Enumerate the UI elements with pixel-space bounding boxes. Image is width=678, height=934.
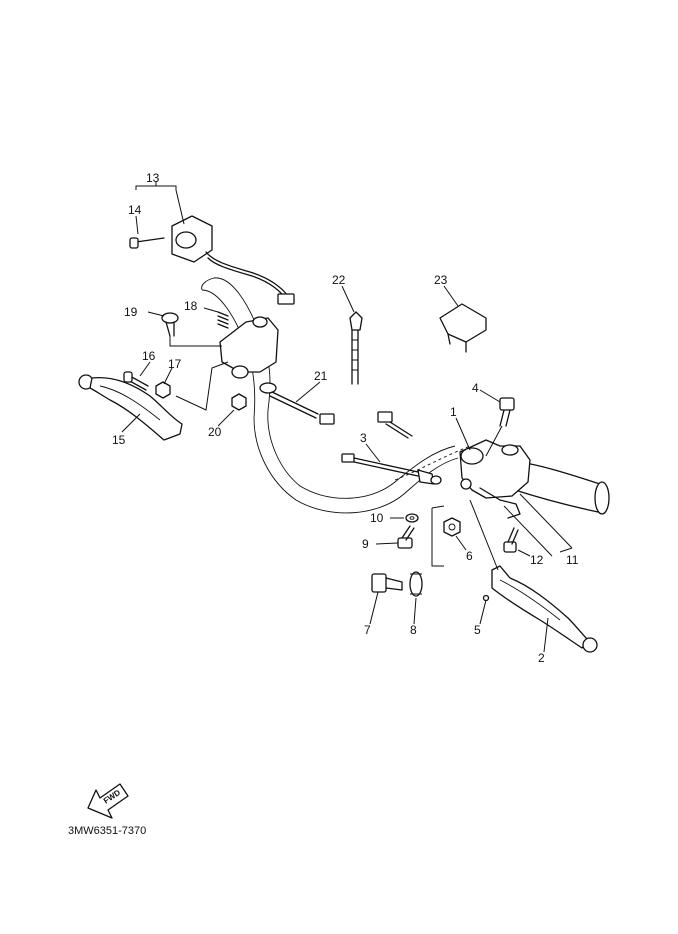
- callout-labels: 13 14 19 18 16 17 15 20 21 22 23 4 1 3 1…: [112, 171, 579, 665]
- diagram-code: 3MW6351-7370: [68, 825, 146, 837]
- callout-16: 16: [142, 349, 156, 363]
- brake-lever: [491, 565, 598, 653]
- callout-19: 19: [124, 305, 138, 319]
- callout-17: 17: [168, 357, 182, 371]
- callout-22: 22: [332, 273, 346, 287]
- callout-18: 18: [184, 299, 198, 313]
- callout-14: 14: [128, 203, 142, 217]
- clutch-lever: [78, 374, 183, 441]
- clamp-23: [439, 303, 487, 353]
- nut-6: [443, 517, 461, 537]
- callout-13: 13: [146, 171, 160, 185]
- right-grip: [514, 461, 610, 515]
- callout-4: 4: [472, 381, 479, 395]
- clutch-holder: [219, 316, 279, 379]
- master-cylinder: [459, 439, 531, 519]
- callout-2: 2: [538, 651, 545, 665]
- nut-20: [231, 393, 247, 411]
- cable-band-22: [349, 311, 363, 385]
- bolt-7: [371, 573, 403, 593]
- connector-3-end: [377, 411, 413, 439]
- callout-8: 8: [410, 623, 417, 637]
- callout-15: 15: [112, 433, 126, 447]
- washer-10: [405, 513, 419, 523]
- callout-21: 21: [314, 369, 328, 383]
- callout-11: 11: [566, 553, 579, 567]
- brake-switch: [341, 453, 442, 485]
- adjuster-8: [409, 571, 423, 597]
- callout-12: 12: [530, 553, 544, 567]
- fwd-arrow-icon: FWD: [87, 783, 129, 819]
- callout-9: 9: [362, 537, 369, 551]
- clutch-switch: [259, 382, 335, 425]
- callout-1: 1: [450, 405, 457, 419]
- spring-18: [217, 311, 229, 329]
- nut-17: [155, 381, 171, 399]
- callout-6: 6: [466, 549, 473, 563]
- callout-20: 20: [208, 425, 222, 439]
- pin-5: [482, 594, 490, 602]
- screw-14: [129, 237, 165, 249]
- pivot-bolt-19: [161, 312, 179, 337]
- bolt-16: [123, 371, 149, 391]
- callout-5: 5: [474, 623, 481, 637]
- bolt-4: [499, 397, 515, 427]
- callout-10: 10: [370, 511, 384, 525]
- callout-3: 3: [360, 431, 367, 445]
- leader-lines: [121, 182, 573, 653]
- callout-23: 23: [434, 273, 448, 287]
- handlebar-switch: [171, 215, 295, 305]
- bolt-9: [397, 525, 415, 549]
- callout-7: 7: [364, 623, 371, 637]
- screw-12: [503, 527, 519, 553]
